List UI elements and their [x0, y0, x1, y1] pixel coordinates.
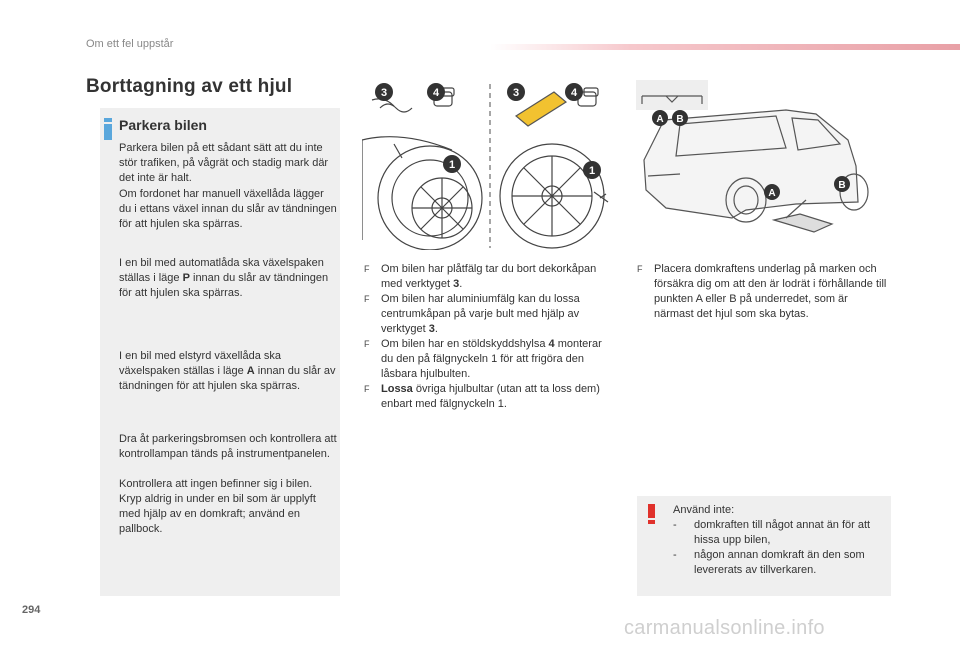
callout-label: 1 [449, 159, 455, 171]
callout-1-icon: 1 [443, 155, 461, 173]
instruction-item: F Lossa övriga hjulbultar (utan att ta l… [364, 383, 600, 410]
wheel-steel-illustration: 3 4 1 [362, 83, 483, 250]
info-paragraph-7: Kryp aldrig in under en bil som är upply… [119, 493, 316, 535]
point-b-icon: B [834, 176, 850, 192]
bullet-marker: F [637, 264, 643, 274]
page-number: 294 [22, 604, 41, 616]
instruction-item: F Om bilen har aluminiumfälg kan du loss… [364, 293, 580, 335]
info-paragraph-2: Om fordonet har manuell växellåda lägger… [119, 188, 337, 230]
point-a-icon: A [652, 110, 668, 126]
point-a-icon: A [764, 184, 780, 200]
warning-text: Använd inte: - domkraften till något ann… [673, 503, 888, 578]
header-decor-line [490, 44, 960, 50]
info-icon [104, 118, 112, 140]
bullet-marker: F [364, 264, 370, 274]
bullet-marker: F [364, 294, 370, 304]
callout-label: B [676, 114, 683, 125]
section-header: Om ett fel uppstår [86, 38, 174, 50]
watermark: carmanualsonline.info [624, 617, 825, 639]
wheel-cover-instructions: F Om bilen har plåtfälg tar du bort deko… [364, 262, 614, 412]
point-b-icon: B [672, 110, 688, 126]
instruction-item: F Om bilen har en stöldskyddshylsa 4 mon… [364, 338, 602, 380]
callout-label: B [838, 180, 845, 191]
callout-label: 4 [571, 87, 578, 99]
warning-intro: Använd inte: [673, 504, 735, 516]
page-title: Borttagning av ett hjul [86, 76, 293, 97]
bullet-marker: F [364, 384, 370, 394]
warning-item: - någon annan domkraft än den som levere… [673, 549, 865, 576]
callout-label: A [656, 114, 663, 125]
callout-4-icon: 4 [565, 83, 583, 101]
info-paragraph-3: I en bil med automatlåda ska växelspaken… [119, 257, 329, 299]
callout-4-icon: 4 [427, 83, 445, 101]
info-paragraph-4: I en bil med elstyrd växellåda ska växel… [119, 350, 336, 392]
jack-instructions: F Placera domkraftens underlag på marken… [637, 262, 887, 322]
wheel-alloy-illustration: 3 4 1 [499, 83, 609, 249]
callout-label: 3 [513, 87, 519, 99]
warning-item: - domkraften till något annat än för att… [673, 519, 871, 546]
instruction-item: F Placera domkraftens underlag på marken… [637, 263, 887, 320]
illustration-separator [489, 84, 491, 248]
info-box-title: Parkera bilen [119, 117, 207, 133]
callout-label: 3 [381, 87, 387, 99]
callout-3-icon: 3 [507, 83, 525, 101]
callout-label: A [768, 188, 775, 199]
van-jack-points-illustration: A B A B [636, 80, 869, 233]
warning-box [637, 496, 891, 596]
bullet-marker: F [364, 339, 370, 349]
info-paragraph-1: Parkera bilen på ett sådant sätt att du … [119, 142, 329, 184]
callout-1-icon: 1 [583, 161, 601, 179]
callout-label: 1 [589, 165, 595, 177]
info-paragraph-6: Kontrollera att ingen befinner sig i bil… [119, 478, 313, 490]
warning-icon [648, 504, 655, 524]
info-paragraph-5: Dra åt parkeringsbromsen och kontrollera… [119, 433, 337, 460]
callout-3-icon: 3 [375, 83, 393, 101]
callout-label: 4 [433, 87, 440, 99]
info-box [100, 108, 340, 596]
instruction-item: F Om bilen har plåtfälg tar du bort deko… [364, 263, 597, 290]
